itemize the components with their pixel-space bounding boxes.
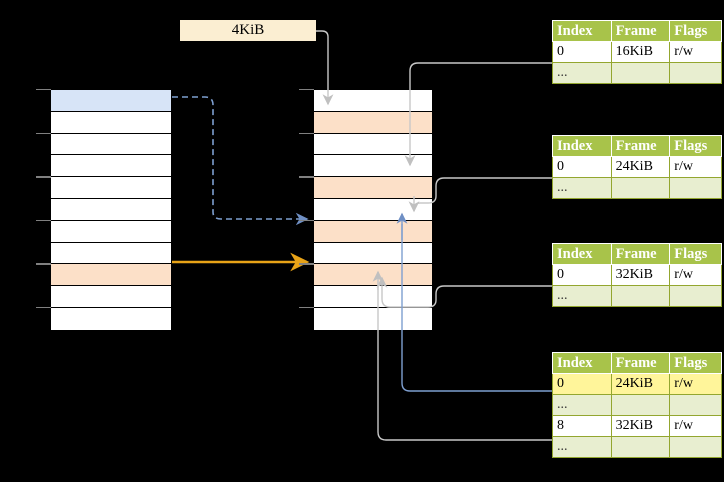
cell-index: 0	[552, 156, 612, 178]
cell-frame: 32KiB	[610, 264, 671, 286]
virtual-address-space-row	[51, 264, 171, 287]
cell-frame	[610, 394, 671, 416]
table-ellipsis-row: ...	[552, 177, 722, 199]
physical-memory-frames-tick	[299, 307, 314, 309]
column-header-flags: Flags	[669, 352, 722, 374]
column-header-frame: Frame	[610, 135, 671, 157]
page-size-label: 4KiB	[180, 20, 316, 41]
virtual-address-space-row	[51, 220, 171, 243]
physical-memory-column	[313, 89, 433, 330]
table-ellipsis-row: ...	[552, 62, 722, 84]
virtual-address-space-row	[51, 90, 171, 112]
cell-flags	[669, 394, 722, 416]
column-header-flags: Flags	[669, 243, 722, 265]
cell-index: 0	[552, 264, 612, 286]
column-header-index: Index	[552, 243, 612, 265]
column-header-flags: Flags	[669, 135, 722, 157]
cell-frame	[610, 436, 671, 458]
virtual-address-space-row	[51, 307, 171, 330]
table-ellipsis-row: ...	[552, 394, 722, 416]
cell-index: 0	[552, 41, 612, 63]
virtual-address-space-row	[51, 286, 171, 308]
physical-memory-frames-tick	[299, 89, 314, 91]
virtual-address-space-column	[50, 89, 172, 330]
cell-index: ...	[552, 394, 612, 416]
cell-frame	[610, 177, 671, 199]
cell-frame: 16KiB	[610, 41, 671, 63]
physical-memory-frames-row	[314, 198, 432, 221]
cell-flags	[669, 285, 722, 307]
physical-memory-frames-tick	[299, 176, 314, 178]
cell-flags: r/w	[669, 41, 722, 63]
cell-flags	[669, 436, 722, 458]
virtual-address-space-tick	[36, 219, 51, 222]
cell-index: ...	[552, 285, 612, 307]
cell-frame	[610, 62, 671, 84]
physical-memory-frames-row	[314, 90, 432, 112]
column-header-index: Index	[552, 20, 612, 42]
cell-frame: 24KiB	[610, 373, 671, 395]
column-header-frame: Frame	[610, 352, 671, 374]
virtual-address-space-tick	[36, 132, 51, 134]
physical-memory-frames-row	[314, 177, 432, 199]
virtual-address-space-row	[51, 198, 171, 221]
physical-memory-frames-row	[314, 155, 432, 178]
physical-memory-frames-row	[314, 220, 432, 243]
table-ellipsis-row: ...	[552, 285, 722, 307]
virtual-address-space-row	[51, 155, 171, 178]
physical-memory-frames-row	[314, 286, 432, 308]
cell-frame	[610, 285, 671, 307]
virtual-address-space-row	[51, 133, 171, 156]
virtual-address-space-tick	[36, 89, 51, 91]
cell-flags: r/w	[669, 373, 722, 395]
virtual-address-space-tick	[36, 176, 51, 178]
physical-memory-frames-tick	[299, 132, 314, 134]
cell-index: ...	[552, 436, 612, 458]
physical-memory-frames-row	[314, 242, 432, 265]
virtual-address-space-row	[51, 177, 171, 199]
column-header-frame: Frame	[610, 243, 671, 265]
physical-memory-frames-row	[314, 264, 432, 287]
column-header-index: Index	[552, 135, 612, 157]
cell-flags	[669, 62, 722, 84]
table-ellipsis-row: ...	[552, 436, 722, 458]
cell-index: ...	[552, 177, 612, 199]
cell-index: 0	[552, 373, 612, 395]
virtual-address-space-tick	[36, 307, 51, 309]
physical-memory-frames-row	[314, 111, 432, 134]
column-header-index: Index	[552, 352, 612, 374]
virtual-address-space-row	[51, 111, 171, 134]
cell-frame: 32KiB	[610, 415, 671, 437]
cell-index: ...	[552, 62, 612, 84]
virtual-address-space-row	[51, 242, 171, 265]
physical-memory-frames-row	[314, 307, 432, 330]
physical-memory-frames-row	[314, 133, 432, 156]
cell-index: 8	[552, 415, 612, 437]
cell-flags: r/w	[669, 156, 722, 178]
physical-memory-frames-tick	[299, 263, 314, 265]
cell-flags: r/w	[669, 415, 722, 437]
column-header-frame: Frame	[610, 20, 671, 42]
column-header-flags: Flags	[669, 20, 722, 42]
cell-flags	[669, 177, 722, 199]
cell-flags: r/w	[669, 264, 722, 286]
physical-memory-frames-tick	[299, 219, 314, 222]
cell-frame: 24KiB	[610, 156, 671, 178]
virtual-address-space-tick	[36, 263, 51, 265]
